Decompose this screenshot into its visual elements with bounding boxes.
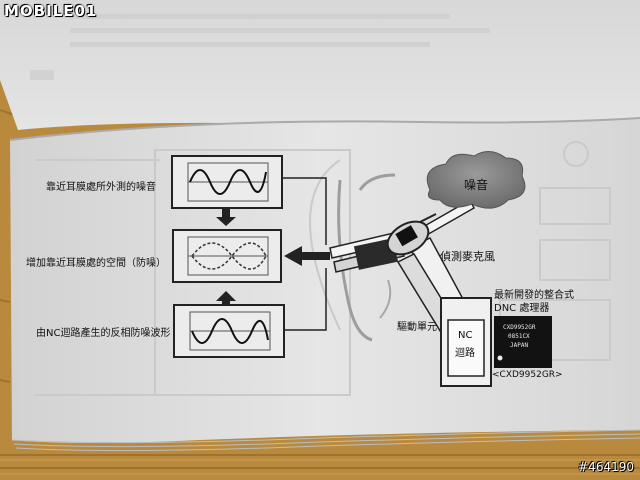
connector-lines — [283, 177, 327, 331]
label-circuit: 迴路 — [455, 348, 475, 359]
box-bottom — [173, 304, 285, 358]
box-middle — [172, 229, 282, 283]
dnc-chip — [494, 316, 552, 368]
left-arrow — [284, 246, 330, 266]
noise-cloud — [426, 151, 526, 209]
chip-marking-3: JAPAN — [510, 342, 529, 349]
ear-outline — [337, 173, 396, 342]
chip-marking-1: CXD9952GR — [503, 324, 536, 331]
label-chip-model: <CXD9952GR> — [492, 370, 563, 380]
label-chip-title-2: DNC 處理器 — [494, 303, 550, 314]
upper-page-faint-text — [30, 14, 490, 80]
page-edges — [11, 429, 640, 452]
down-arrow — [216, 209, 236, 226]
anti-noise-wave — [191, 318, 269, 344]
label-driver-unit: 驅動單元 — [397, 322, 437, 333]
nc-circuit-block — [440, 297, 492, 387]
watermark-logo: MOBILE01 — [4, 2, 98, 20]
watermark-post-id: #464190 — [578, 460, 634, 474]
label-box-middle: 增加靠近耳膜處的空間（防噪） — [26, 258, 166, 269]
up-arrow — [216, 291, 236, 305]
chip-marking-2: 0851CX — [508, 333, 530, 340]
background-faint-figure — [35, 141, 611, 396]
label-chip-title-1: 最新開發的整合式 — [494, 290, 574, 301]
earphone-body — [353, 213, 437, 270]
label-detect-mic: 偵測麥克風 — [440, 250, 495, 263]
label-box-bottom: 由NC迴路產生的反相防噪波形 — [36, 328, 171, 339]
label-noise: 噪音 — [464, 178, 489, 192]
label-box-top: 靠近耳膜處所外測的噪音 — [46, 182, 156, 193]
box-top — [171, 155, 283, 209]
cancelled-wave — [191, 242, 267, 270]
binding-fold — [9, 117, 640, 141]
noise-wave — [189, 169, 267, 195]
label-nc: NC — [458, 330, 473, 341]
